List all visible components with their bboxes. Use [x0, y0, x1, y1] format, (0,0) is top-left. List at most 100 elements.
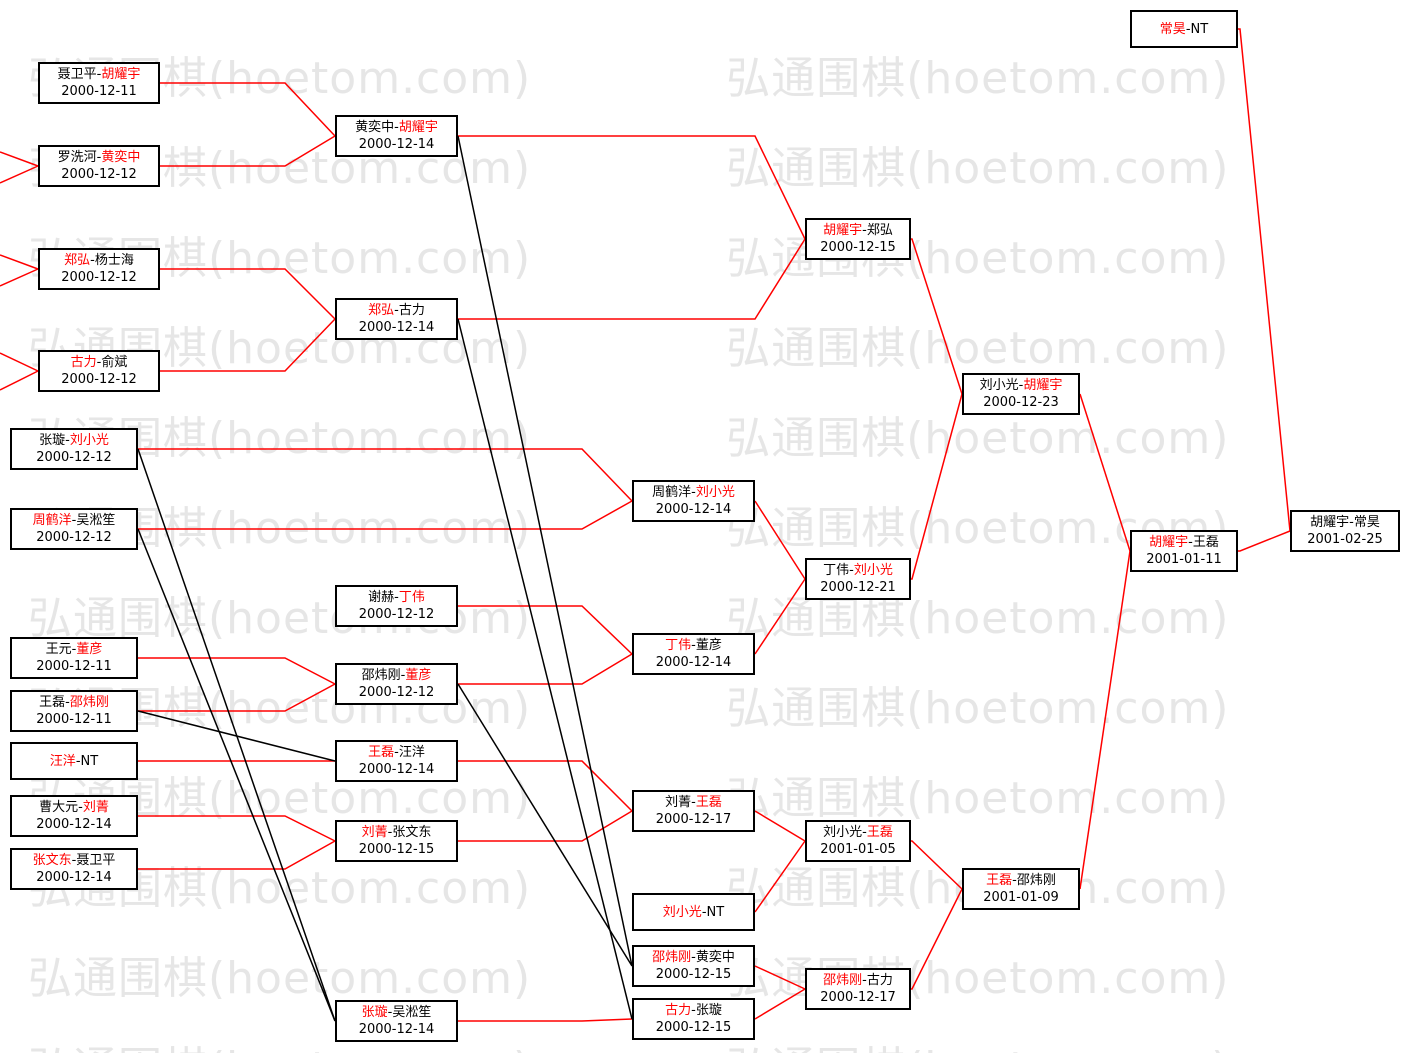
player-separator: -	[1188, 535, 1193, 550]
winner-line	[458, 810, 633, 842]
match-players: 黄奕中-胡耀宇	[355, 119, 438, 136]
player-separator: -	[96, 355, 102, 370]
player-separator: -	[691, 795, 696, 810]
match-players: 刘小光-王磊	[823, 824, 893, 841]
watermark-text: 弘通围棋(hoetom.com)	[28, 953, 532, 1004]
player-separator: -	[862, 973, 867, 988]
player-separator: -	[387, 1005, 393, 1020]
match-players: 谢赫-丁伟	[368, 589, 425, 606]
match-box[interactable]: 常昊-NT	[1130, 10, 1238, 48]
match-date: 2000-12-11	[36, 712, 112, 727]
player-name: 刘小光	[662, 904, 702, 920]
player-name: 张璇	[695, 1003, 722, 1018]
player-name: 刘菁	[665, 795, 692, 810]
match-date: 2000-12-15	[655, 967, 732, 982]
player-name: 聂卫平	[76, 853, 116, 868]
winner-line	[160, 135, 336, 167]
player-name: 王磊	[986, 873, 1013, 888]
watermark-row: 弘通围棋(hoetom.com)弘通围棋(hoetom.com)弘通围棋(hoe…	[28, 1032, 1404, 1053]
player-name: 张璇	[39, 433, 66, 448]
player-name: NT	[706, 904, 725, 920]
winner-line	[0, 165, 39, 184]
player-name: 曹大元	[39, 800, 79, 815]
match-date: 2000-12-17	[820, 990, 896, 1005]
watermark-text: 弘通围棋(hoetom.com)	[28, 1032, 531, 1053]
player-name: 聂卫平	[57, 67, 97, 82]
watermark-text: 弘通围棋(hoetom.com)	[726, 683, 1230, 734]
player-separator: -	[691, 1003, 696, 1018]
match-players: 古力-俞斌	[71, 354, 128, 371]
loser-line	[457, 683, 633, 967]
watermark-text: 弘通围棋(hoetom.com)	[726, 143, 1230, 194]
match-box[interactable]: 汪洋-NT	[10, 742, 138, 780]
winner-line	[0, 352, 39, 372]
match-date: 2000-12-14	[655, 502, 732, 517]
player-name: 丁伟	[665, 638, 692, 653]
match-date: 2000-12-12	[36, 530, 112, 545]
player-separator: -	[90, 253, 95, 268]
player-separator: -	[691, 950, 696, 965]
winner-line	[138, 500, 633, 530]
player-name: 胡耀宇	[398, 120, 438, 135]
match-players: 张璇-刘小光	[39, 432, 109, 449]
winner-line	[0, 254, 39, 270]
player-name: 胡耀宇	[823, 223, 863, 238]
match-date: 2000-12-14	[358, 137, 435, 152]
match-date: 2001-01-09	[983, 890, 1059, 905]
player-name: 汪洋	[398, 745, 425, 760]
player-name: 俞斌	[101, 355, 128, 370]
player-separator: -	[75, 753, 81, 769]
match-box[interactable]: 刘小光-NT	[632, 893, 755, 931]
winner-line	[911, 888, 963, 990]
player-name: 周鹤洋	[32, 513, 72, 528]
match-players: 王元-董彦	[46, 641, 103, 658]
match-date: 2000-12-11	[36, 659, 112, 674]
match-players: 张文东-聂卫平	[33, 852, 116, 869]
watermark-text: 弘通围棋(hoetom.com)	[726, 773, 1230, 824]
player-separator: -	[96, 67, 102, 82]
player-name: 吴淞笙	[392, 1005, 432, 1020]
player-name: 周鹤洋	[652, 485, 692, 500]
winner-line	[160, 82, 336, 137]
player-name: 黄奕中	[101, 150, 141, 165]
winner-line	[1238, 530, 1291, 552]
player-name: 刘小光	[69, 433, 109, 448]
watermark-text: 弘通围棋(hoetom.com)	[726, 413, 1230, 464]
player-name: 邵炜刚	[1016, 873, 1056, 888]
watermark-text: 弘通围棋(hoetom.com)	[726, 323, 1230, 374]
player-name: 王磊	[866, 825, 893, 840]
winner-line	[138, 657, 336, 685]
loser-line	[137, 710, 336, 762]
player-separator: -	[691, 638, 696, 653]
